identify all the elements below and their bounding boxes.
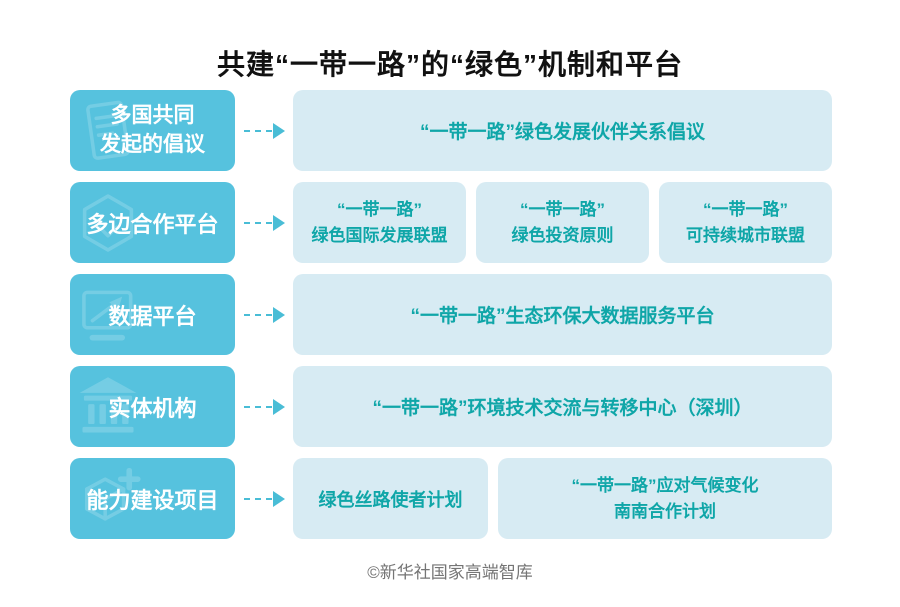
item-box: “一带一路”生态环保大数据服务平台: [293, 274, 832, 355]
arrow-right-icon: [235, 90, 293, 171]
row-institution: 实体机构 “一带一路”环境技术交流与转移中心（深圳）: [70, 366, 832, 447]
item-label: “一带一路” 可持续城市联盟: [686, 197, 805, 248]
page-title: 共建“一带一路”的“绿色”机制和平台: [0, 43, 900, 83]
item-box: “一带一路” 可持续城市联盟: [659, 182, 832, 263]
category-label: 多边合作平台: [86, 207, 218, 239]
row-capacity-building: 能力建设项目 绿色丝路使者计划 “一带一路”应对气候变化 南南合作计划: [70, 458, 832, 539]
items-capacity: 绿色丝路使者计划 “一带一路”应对气候变化 南南合作计划: [293, 458, 832, 539]
category-label: 数据平台: [108, 299, 196, 331]
items-institution: “一带一路”环境技术交流与转移中心（深圳）: [293, 366, 832, 447]
items-multilateral: “一带一路” 绿色国际发展联盟 “一带一路” 绿色投资原则 “一带一路” 可持续…: [293, 182, 832, 263]
item-box: 绿色丝路使者计划: [293, 458, 488, 539]
item-label: “一带一路”生态环保大数据服务平台: [410, 301, 714, 328]
copyright-text: ©新华社国家高端智库: [0, 558, 900, 583]
category-label: 多国共同 发起的倡议: [100, 102, 205, 159]
rows-container: 多国共同 发起的倡议 “一带一路”绿色发展伙伴关系倡议 多边合作平台: [70, 90, 832, 539]
category-box-capacity: 能力建设项目: [70, 458, 235, 539]
item-box: “一带一路”环境技术交流与转移中心（深圳）: [293, 366, 832, 447]
arrow-right-icon: [235, 274, 293, 355]
category-box-institution: 实体机构: [70, 366, 235, 447]
item-box: “一带一路”应对气候变化 南南合作计划: [498, 458, 832, 539]
arrow-right-icon: [235, 458, 293, 539]
row-data-platform: 数据平台 “一带一路”生态环保大数据服务平台: [70, 274, 832, 355]
category-label: 实体机构: [108, 391, 196, 423]
arrow-right-icon: [235, 366, 293, 447]
item-box: “一带一路”绿色发展伙伴关系倡议: [293, 90, 832, 171]
item-label: 绿色丝路使者计划: [319, 486, 463, 512]
items-initiative: “一带一路”绿色发展伙伴关系倡议: [293, 90, 832, 171]
item-label: “一带一路”环境技术交流与转移中心（深圳）: [372, 393, 752, 420]
item-box: “一带一路” 绿色国际发展联盟: [293, 182, 466, 263]
item-label: “一带一路” 绿色投资原则: [512, 197, 614, 248]
item-label: “一带一路”绿色发展伙伴关系倡议: [420, 117, 705, 144]
row-multilateral-platforms: 多边合作平台 “一带一路” 绿色国际发展联盟 “一带一路” 绿色投资原则 “一带…: [70, 182, 832, 263]
item-box: “一带一路” 绿色投资原则: [476, 182, 649, 263]
arrow-right-icon: [235, 182, 293, 263]
items-data: “一带一路”生态环保大数据服务平台: [293, 274, 832, 355]
item-label: “一带一路” 绿色国际发展联盟: [312, 197, 448, 248]
category-label: 能力建设项目: [86, 483, 218, 515]
category-box-multilateral: 多边合作平台: [70, 182, 235, 263]
category-box-initiative: 多国共同 发起的倡议: [70, 90, 235, 171]
item-label: “一带一路”应对气候变化 南南合作计划: [572, 473, 759, 524]
row-initiative: 多国共同 发起的倡议 “一带一路”绿色发展伙伴关系倡议: [70, 90, 832, 171]
category-box-data: 数据平台: [70, 274, 235, 355]
